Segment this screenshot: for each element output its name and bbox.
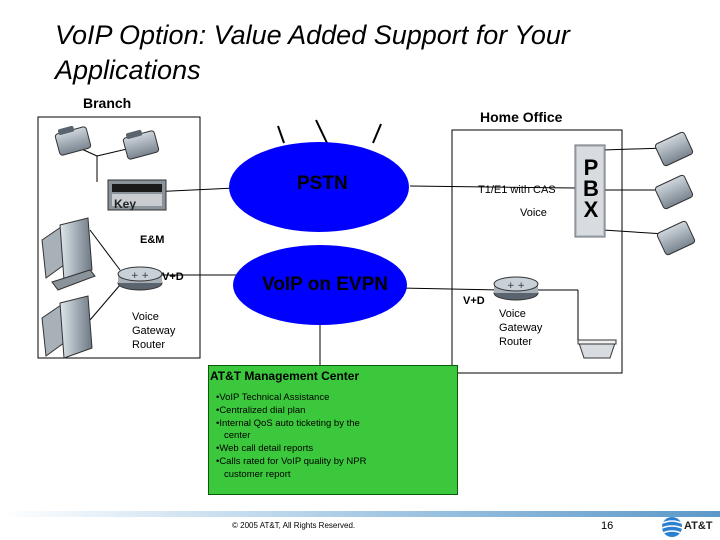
att-globe-icon <box>661 517 683 537</box>
computer-icon <box>41 217 96 291</box>
server-icon <box>577 339 617 359</box>
bullet-item: •Web call detail reports <box>216 443 314 455</box>
management-title: AT&T Management Center <box>210 369 360 383</box>
t1-label: T1/E1 with CAS <box>478 184 556 196</box>
phone-icon <box>54 125 92 156</box>
phone-icon <box>656 220 696 256</box>
bullet-item: •VoIP Technical Assistance <box>216 392 330 403</box>
key-label: Key <box>114 197 137 211</box>
home-vd-label: V+D <box>463 295 485 307</box>
em-label: E&M <box>140 234 165 246</box>
phone-icon <box>122 129 160 160</box>
phone-icon <box>654 131 694 167</box>
router-icon: + + <box>117 266 163 291</box>
connection-lines <box>74 145 666 365</box>
voip-evpn-label: VoIP on EVPN <box>262 274 388 295</box>
svg-text:+ +: + + <box>131 271 149 281</box>
pstn-cloud <box>229 142 409 232</box>
antenna-icon <box>277 119 382 144</box>
branch-router-label: Voice Gateway Router <box>132 311 176 351</box>
branch-box <box>37 116 201 359</box>
svg-text:+ +: + + <box>507 281 525 291</box>
pbx-label: P B X <box>583 155 599 222</box>
page-number: 16 <box>601 520 614 532</box>
page-title: VoIP Option: Value Added Support for You… <box>55 20 570 85</box>
pstn-label: PSTN <box>297 173 348 194</box>
home-office-label: Home Office <box>480 109 563 125</box>
footer-band <box>0 511 720 517</box>
home-office-box <box>451 129 623 374</box>
branch-vd-label: V+D <box>162 271 184 283</box>
att-logo-text: AT&T <box>684 520 713 532</box>
voice-label: Voice <box>520 207 547 219</box>
copyright-text: © 2005 AT&T, All Rights Reserved. <box>232 521 356 530</box>
bullet-item: •Calls rated for VoIP quality by NPR cus… <box>216 455 367 480</box>
phone-icon <box>654 174 694 210</box>
computer-icon <box>41 295 93 359</box>
bullet-item: •Internal QoS auto ticketing by the cent… <box>216 417 360 442</box>
management-bullets: •VoIP Technical Assistance •Centralized … <box>216 392 388 482</box>
bullet-item: •Centralized dial plan <box>216 404 306 416</box>
voip-evpn-cloud <box>233 245 407 325</box>
branch-label: Branch <box>83 95 132 111</box>
router-icon: + + <box>493 276 539 301</box>
home-router-label: Voice Gateway Router <box>499 308 543 348</box>
key-system-icon <box>107 179 167 211</box>
management-center-box <box>208 365 458 495</box>
